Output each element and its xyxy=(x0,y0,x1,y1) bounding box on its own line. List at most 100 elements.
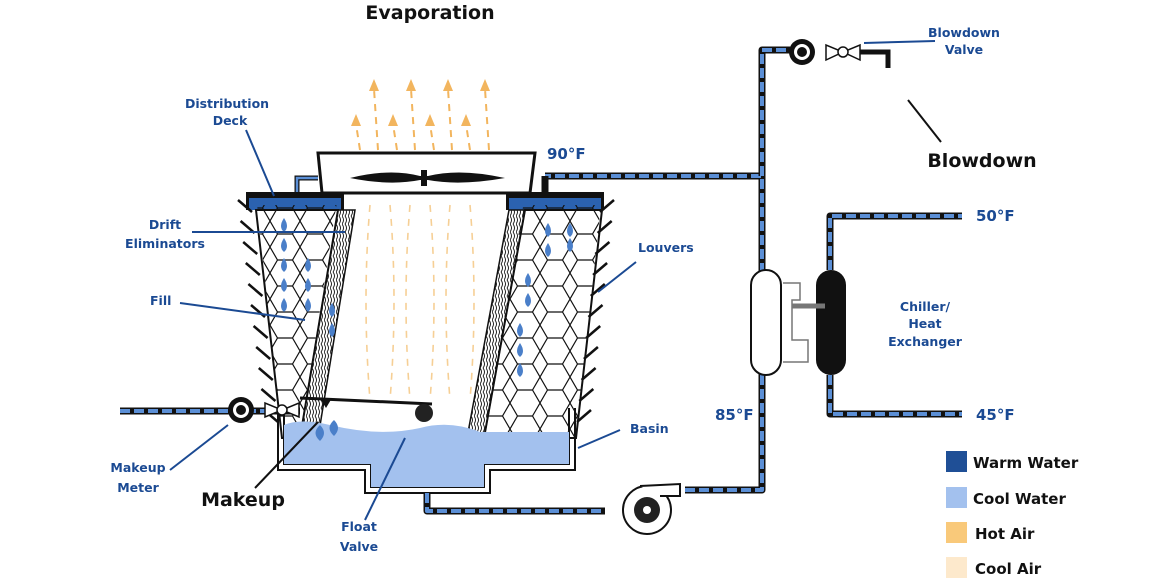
water-droplet xyxy=(305,298,311,312)
temp-90: 90°F xyxy=(547,145,586,163)
cool-air-line xyxy=(365,204,371,401)
water-droplet xyxy=(517,343,523,357)
louver-blade-right xyxy=(580,367,597,381)
hot-air-arrow xyxy=(484,88,490,151)
louver-blade-left xyxy=(255,346,272,360)
louver-blade-left xyxy=(260,388,277,402)
temp-50: 50°F xyxy=(976,207,1015,225)
water-droplet xyxy=(525,293,531,307)
legend-label-cool-water: Cool Water xyxy=(973,490,1066,508)
label-drift: Drift xyxy=(149,217,181,232)
title-evaporation: Evaporation xyxy=(365,2,494,24)
water-droplet xyxy=(517,323,523,337)
water-droplet xyxy=(281,238,287,252)
water-droplet xyxy=(329,303,335,317)
arrow-head xyxy=(369,79,379,91)
temp-45: 45°F xyxy=(976,406,1015,424)
label-blowdown-valve-2: Valve xyxy=(945,42,983,57)
label-chiller: Chiller/ xyxy=(900,299,951,314)
label-blowdown-valve-1: Blowdown xyxy=(928,25,1000,40)
louver-blade-right xyxy=(599,199,615,213)
cool-air-line xyxy=(445,204,451,401)
label-louvers: Louvers xyxy=(638,240,694,255)
cool-air-line xyxy=(405,204,411,401)
blowdown-assembly xyxy=(789,39,891,68)
water-droplet xyxy=(567,223,573,237)
fan-icon xyxy=(350,172,505,183)
hot-air-arrow xyxy=(410,88,416,151)
louver-blade-right xyxy=(592,262,608,276)
louver-blade-left xyxy=(244,262,261,276)
float-valve xyxy=(299,396,433,441)
louver-blade-right xyxy=(585,325,602,339)
label-distribution: Distribution xyxy=(185,96,269,111)
louver-blade-right xyxy=(596,220,613,234)
louver-blade-right xyxy=(583,346,599,360)
legend-swatch-cool-water xyxy=(946,487,967,508)
label-eliminators: Eliminators xyxy=(125,236,205,251)
arrow-head xyxy=(351,114,361,126)
water-droplet xyxy=(281,218,287,232)
hot-air-arrow xyxy=(392,123,398,151)
cool-air-line xyxy=(429,204,435,401)
water-droplet xyxy=(525,273,531,287)
legend-label-hot-air: Hot Air xyxy=(975,525,1035,543)
louver-blade-left xyxy=(257,367,274,381)
louver-blade-right xyxy=(587,304,604,318)
louver-blade-right xyxy=(594,241,611,255)
evaporation-arrows xyxy=(351,79,490,151)
label-heat: Heat xyxy=(908,316,941,331)
arrow-head xyxy=(480,79,490,91)
water-droplet xyxy=(517,363,523,377)
hot-air-arrow xyxy=(355,123,361,151)
louver-blade-left xyxy=(237,199,253,213)
label-float: Float xyxy=(341,519,377,534)
chiller-heat-exchanger xyxy=(750,212,962,418)
label-valve: Valve xyxy=(340,539,378,554)
hot-air-arrow xyxy=(373,88,379,151)
water-droplets xyxy=(281,218,573,377)
legend-swatch-warm-water xyxy=(946,451,967,472)
labels: Distribution Deck Drift Eliminators Fill… xyxy=(110,25,1036,554)
louver-blade-left xyxy=(252,325,269,339)
hot-air-arrow xyxy=(447,88,453,151)
label-makeup-big: Makeup xyxy=(201,489,285,511)
legend: Warm Water Cool Water Hot Air Cool Air xyxy=(946,451,1079,578)
water-droplet xyxy=(567,238,573,252)
cool-air-flow xyxy=(365,204,475,401)
label-fill: Fill xyxy=(150,293,171,308)
water-droplet xyxy=(545,243,551,257)
legend-swatch-hot-air xyxy=(946,522,967,543)
fan-stack xyxy=(316,151,537,195)
arrow-head xyxy=(461,114,471,126)
legend-swatch-cool-air xyxy=(946,557,967,578)
water-droplet xyxy=(281,298,287,312)
hot-air-arrow xyxy=(429,123,435,151)
temp-85: 85°F xyxy=(715,406,754,424)
water-droplet xyxy=(305,278,311,292)
label-blowdown: Blowdown xyxy=(927,150,1036,172)
louver-blade-right xyxy=(578,388,595,402)
water-droplet xyxy=(305,258,311,272)
label-makeup: Makeup xyxy=(110,460,165,475)
water-droplet xyxy=(329,323,335,337)
label-exchanger: Exchanger xyxy=(888,334,963,349)
label-basin: Basin xyxy=(630,421,669,436)
arrow-head xyxy=(388,114,398,126)
fill-media-left xyxy=(254,205,340,439)
arrow-head xyxy=(425,114,435,126)
water-droplet xyxy=(281,258,287,272)
label-deck: Deck xyxy=(213,113,248,128)
makeup-line xyxy=(120,397,300,423)
louver-blade-right xyxy=(589,283,606,297)
water-droplet xyxy=(545,223,551,237)
louver-blade-left xyxy=(242,241,259,255)
hot-air-arrow xyxy=(465,123,471,151)
cool-air-line xyxy=(469,204,475,401)
louver-blade-right xyxy=(576,409,592,423)
water-droplet xyxy=(281,278,287,292)
label-meter: Meter xyxy=(117,480,159,495)
legend-label-cool-air: Cool Air xyxy=(975,560,1042,578)
